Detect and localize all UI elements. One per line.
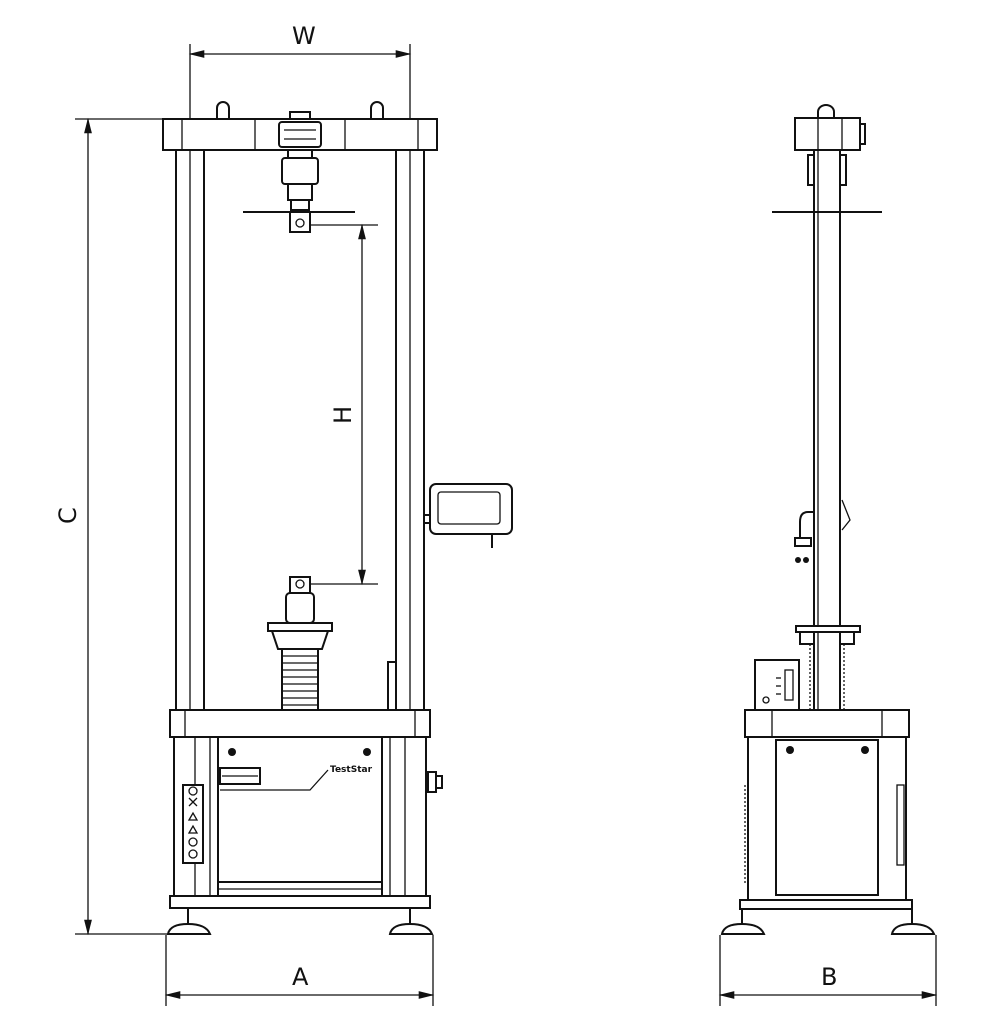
- dimension-c: C: [54, 117, 168, 936]
- drawing-line: [287, 183, 313, 201]
- load-cell: [278, 121, 322, 148]
- drawing-line: [437, 491, 501, 525]
- dimension-a: A: [164, 935, 435, 1006]
- base-leg-right: [381, 736, 427, 901]
- drawing-line: [287, 149, 313, 159]
- dimension-label-a: A: [292, 963, 309, 991]
- side-column: [813, 150, 841, 710]
- drawing-line: [182, 784, 204, 864]
- lifting-eye-left: [216, 101, 230, 118]
- drawing-line: [188, 849, 198, 859]
- drawing-line: [169, 895, 431, 909]
- drawing-line: [295, 218, 305, 228]
- drawing-line: [839, 631, 855, 645]
- drawing-line: [187, 811, 199, 821]
- side-control-box: [754, 659, 800, 711]
- foot-left: [166, 908, 212, 935]
- drawing-line: [387, 661, 397, 711]
- lifting-eye-side: [817, 104, 835, 118]
- drawing-line: [281, 648, 319, 711]
- lower-grip: [285, 592, 315, 624]
- brand-callout: TestStar: [330, 765, 373, 775]
- drawing-line: [290, 199, 310, 211]
- base-top-beam: [169, 709, 431, 738]
- column-right: [395, 150, 425, 710]
- drawing-line: [429, 483, 513, 535]
- drawing-line: [289, 111, 311, 120]
- drawing-line: [762, 696, 770, 704]
- dimension-label-b: B: [821, 963, 837, 991]
- bellows: [281, 648, 319, 711]
- controller-display: [423, 483, 513, 548]
- drawing-line: [188, 797, 198, 807]
- side-crosshead: [794, 117, 861, 151]
- drawing-line: [720, 922, 766, 935]
- drawing-line: [890, 922, 936, 935]
- drawing-line: [786, 746, 794, 754]
- front-view: TestStar W: [54, 22, 513, 1006]
- drawing-line: [267, 622, 333, 632]
- drawing-line: [861, 746, 869, 754]
- drawing-line: [841, 499, 851, 531]
- drawing-line: [423, 514, 431, 524]
- drawing-line: [803, 557, 809, 563]
- drawing-line: [794, 537, 812, 547]
- side-base-panel: [775, 739, 879, 896]
- side-base-top: [744, 709, 910, 738]
- drawing-line: [363, 748, 371, 756]
- drawing-line: [799, 631, 815, 645]
- side-view: B: [718, 104, 938, 1006]
- drawing-line: [795, 557, 801, 563]
- control-buttons: [182, 784, 204, 864]
- upper-grip: [281, 157, 319, 185]
- drawing-line: [188, 786, 198, 796]
- drawing-line: [270, 630, 330, 650]
- lifting-eye-right: [370, 101, 384, 118]
- dimension-h: H: [310, 223, 378, 586]
- side-foot-right: [890, 909, 936, 935]
- drawing-line: [166, 922, 212, 935]
- drawing-line: [388, 922, 434, 935]
- drawing-line: [427, 771, 437, 793]
- drawing-line: [784, 669, 794, 701]
- drawing-line: [289, 211, 311, 233]
- dimension-label-c: C: [54, 507, 82, 524]
- drawing-line: [187, 824, 199, 834]
- dimension-label-w: W: [292, 22, 316, 50]
- drawing-line: [896, 784, 905, 866]
- cable: [799, 511, 814, 540]
- drawing-line: [739, 899, 913, 910]
- dimension-b: B: [718, 935, 938, 1006]
- drawing-line: [228, 748, 236, 756]
- column-left: [175, 150, 205, 710]
- drawing-line: [220, 769, 329, 791]
- drawing-line: [795, 625, 861, 633]
- drawing-line: [435, 775, 443, 789]
- drawing-line: [859, 123, 866, 145]
- drawing-line: [188, 837, 198, 847]
- dimension-label-h: H: [329, 406, 357, 424]
- base-front-panel: [217, 736, 383, 883]
- foot-right: [388, 908, 434, 935]
- dimension-w: W: [188, 22, 412, 118]
- drawing-line: [295, 579, 305, 589]
- side-foot-left: [720, 909, 766, 935]
